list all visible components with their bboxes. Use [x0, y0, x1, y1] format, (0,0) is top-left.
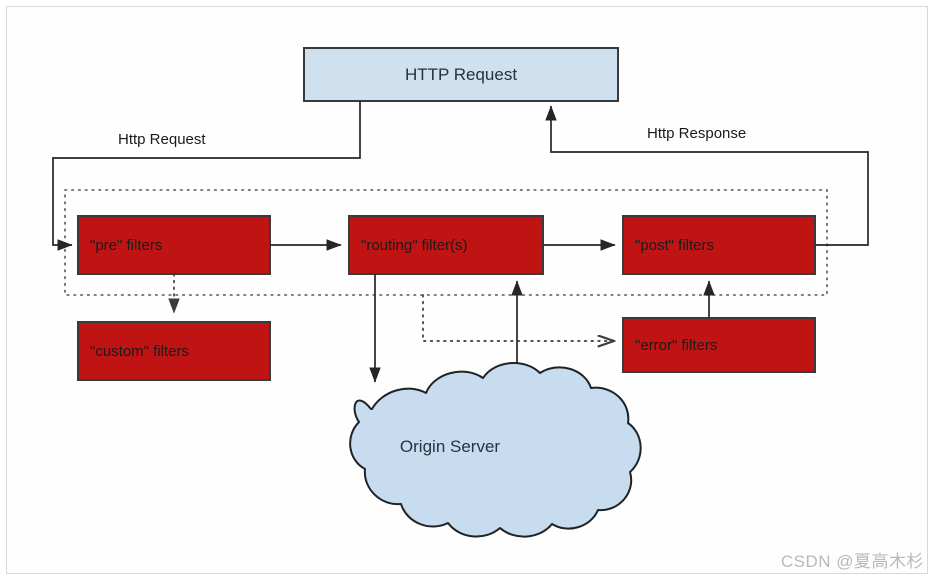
http-response-edge	[545, 105, 869, 246]
csdn-watermark: CSDN @夏高木杉	[780, 552, 924, 571]
http-response-edge-label: Http Response	[647, 125, 747, 142]
custom-filters-box	[77, 321, 271, 381]
post-filters-box	[622, 215, 816, 275]
routing-filters-box	[348, 215, 544, 275]
pre-filters-box	[77, 215, 271, 275]
chain-to-error-edge	[422, 294, 613, 341]
http-request-box	[303, 47, 619, 102]
http-request-edge-label: Http Request	[118, 131, 206, 148]
origin-server-cloud	[349, 361, 642, 538]
http-request-edge	[52, 101, 361, 251]
error-filters-box	[622, 317, 816, 373]
